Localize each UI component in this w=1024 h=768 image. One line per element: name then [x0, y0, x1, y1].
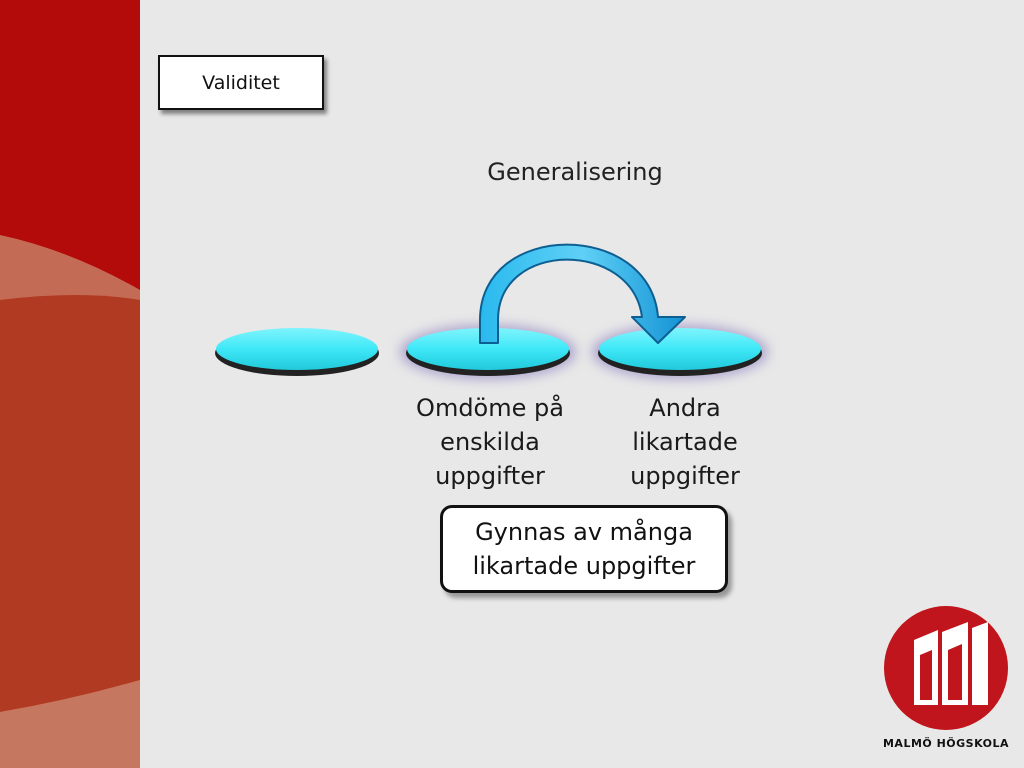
curved-arrow-icon — [479, 243, 686, 344]
disc-3 — [598, 328, 762, 376]
label-2-line: Andra — [649, 394, 721, 422]
label-1-line: enskilda — [440, 428, 540, 456]
diagram-heading: Generalisering — [487, 158, 663, 186]
disc-2 — [406, 328, 570, 376]
label-individual-tasks: Omdöme på enskilda uppgifter — [400, 391, 580, 493]
slide-title: Validitet — [158, 55, 324, 110]
label-1-line: Omdöme på — [416, 394, 564, 422]
callout-line: likartade uppgifter — [472, 552, 696, 580]
generalization-diagram — [215, 243, 768, 379]
logo-wordmark: MALMÖ HÖGSKOLA — [882, 737, 1009, 750]
sidebar-decoration — [0, 0, 140, 768]
callout-box: Gynnas av många likartade uppgifter — [440, 505, 728, 593]
malmo-hogskola-logo-icon — [884, 606, 1008, 730]
label-similar-tasks: Andra likartade uppgifter — [600, 391, 770, 493]
label-2-line: likartade — [632, 428, 738, 456]
disc-1 — [215, 328, 379, 376]
callout-line: Gynnas av många — [475, 518, 693, 546]
label-2-line: uppgifter — [630, 462, 740, 490]
label-1-line: uppgifter — [435, 462, 545, 490]
